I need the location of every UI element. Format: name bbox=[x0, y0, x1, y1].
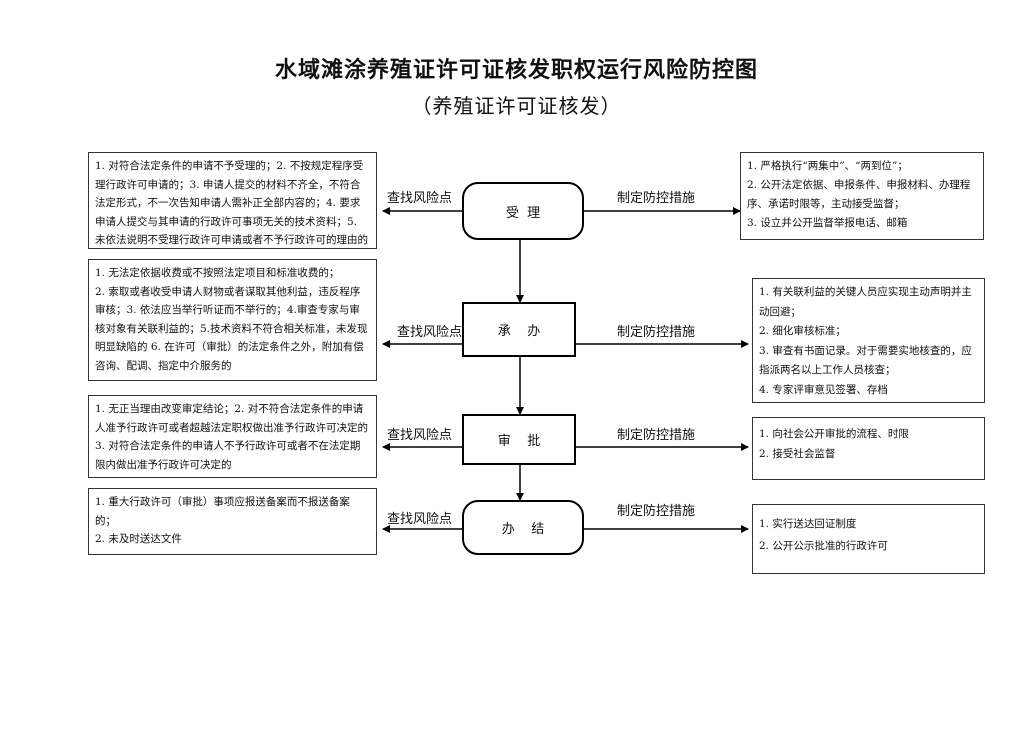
stage-approve: 审 批 bbox=[462, 414, 576, 465]
risk-label-3: 查找风险点 bbox=[387, 428, 453, 443]
page-subtitle: （养殖证许可证核发） bbox=[411, 94, 622, 118]
risk-box-3: 1. 无正当理由改变审定结论；2. 对不符合法定条件的申请人准予行政许可或者超越… bbox=[88, 395, 377, 478]
risk-label-4: 查找风险点 bbox=[387, 512, 453, 527]
page-title: 水域滩涂养殖证许可证核发职权运行风险防控图 bbox=[274, 57, 758, 83]
stage-handle: 承 办 bbox=[462, 302, 576, 357]
control-box-4: 1. 实行送达回证制度 2. 公开公示批准的行政许可 bbox=[752, 504, 985, 574]
risk-box-4: 1. 重大行政许可（审批）事项应报送备案而不报送备案的； 2. 未及时送达文件 bbox=[88, 488, 377, 555]
control-box-3: 1. 向社会公开审批的流程、时限 2. 接受社会监督 bbox=[752, 417, 985, 480]
risk-box-2: 1. 无法定依据收费或不按照法定项目和标准收费的； 2. 索取或者收受申请人财物… bbox=[88, 259, 377, 381]
risk-label-2: 查找风险点 bbox=[397, 325, 463, 340]
stage-complete: 办 结 bbox=[462, 500, 584, 555]
risk-label-1: 查找风险点 bbox=[387, 191, 453, 206]
control-label-4: 制定防控措施 bbox=[617, 504, 696, 519]
control-label-3: 制定防控措施 bbox=[617, 428, 696, 443]
control-label-2: 制定防控措施 bbox=[617, 325, 696, 340]
stage-accept: 受 理 bbox=[462, 182, 584, 240]
risk-box-1: 1. 对符合法定条件的申请不予受理的；2. 不按规定程序受理行政许可申请的；3.… bbox=[88, 152, 377, 249]
control-box-1: 1. 严格执行“两集中”、“两到位”； 2. 公开法定依据、申报条件、申报材料、… bbox=[740, 152, 984, 240]
control-box-2: 1. 有关联利益的关键人员应实现主动声明并主动回避； 2. 细化审核标准； 3.… bbox=[752, 278, 985, 403]
control-label-1: 制定防控措施 bbox=[617, 191, 696, 206]
